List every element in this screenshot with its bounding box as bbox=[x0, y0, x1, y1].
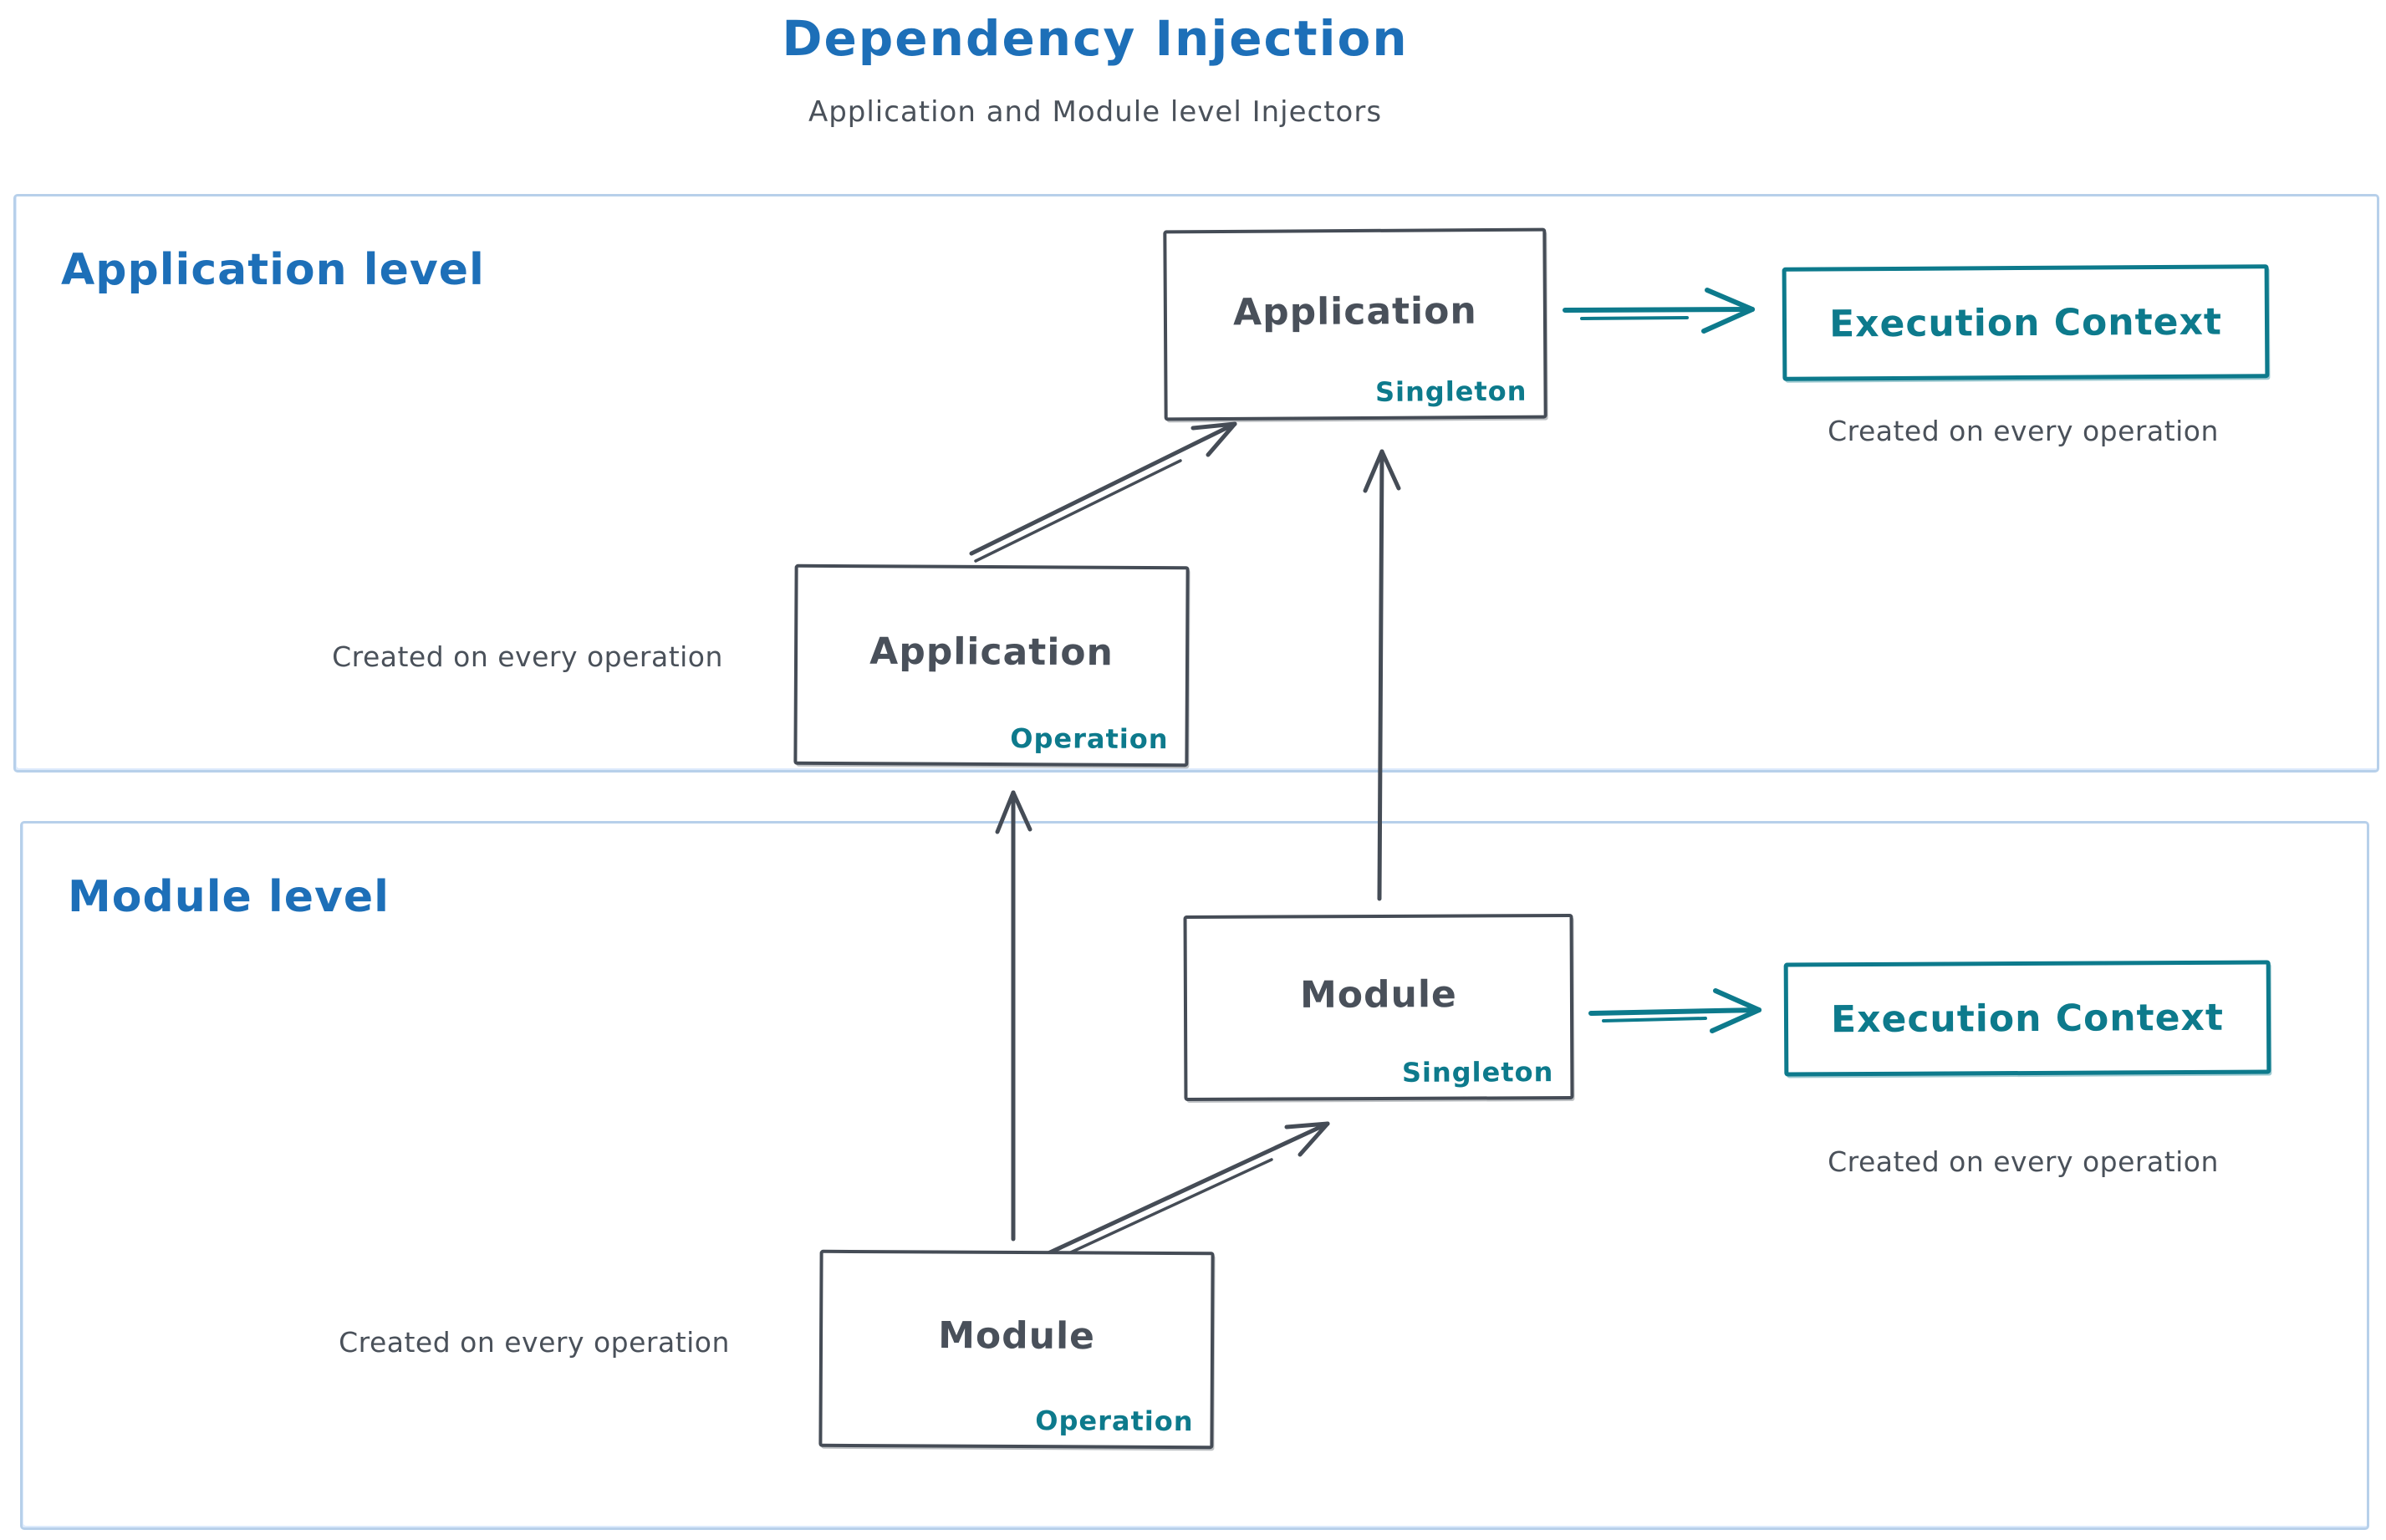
module-singleton-badge: Singleton bbox=[1401, 1056, 1554, 1089]
page-subtitle: Application and Module level Injectors bbox=[808, 95, 1383, 129]
application-execution-context-label: Execution Context bbox=[1828, 300, 2223, 345]
module-singleton-title: Module bbox=[1299, 973, 1457, 1017]
application-singleton-title: Application bbox=[1232, 289, 1477, 334]
module-execution-context-label: Execution Context bbox=[1830, 996, 2225, 1041]
module-level-label: Module level bbox=[68, 872, 390, 922]
module-execution-caption: Created on every operation bbox=[1828, 1145, 2219, 1178]
module-operation-badge: Operation bbox=[1035, 1405, 1194, 1438]
application-singleton-badge: Singleton bbox=[1374, 375, 1527, 408]
application-execution-caption: Created on every operation bbox=[1828, 415, 2219, 447]
application-operation-badge: Operation bbox=[1010, 722, 1169, 756]
module-singleton-box: Module Singleton bbox=[1183, 913, 1574, 1102]
application-level-container: Application level bbox=[13, 194, 2379, 773]
module-operation-caption: Created on every operation bbox=[339, 1326, 730, 1359]
application-operation-box: Application Operation bbox=[793, 563, 1190, 767]
module-execution-context-box: Execution Context bbox=[1783, 960, 2271, 1077]
module-level-container: Module level bbox=[20, 821, 2369, 1530]
page-title: Dependency Injection bbox=[782, 10, 1409, 67]
application-level-label: Application level bbox=[61, 245, 485, 295]
application-execution-context-box: Execution Context bbox=[1782, 264, 2270, 381]
module-operation-box: Module Operation bbox=[818, 1249, 1215, 1450]
application-operation-title: Application bbox=[869, 630, 1114, 675]
diagram-header: Dependency Injection Application and Mod… bbox=[0, 0, 2190, 129]
application-singleton-box: Application Singleton bbox=[1163, 227, 1547, 421]
module-operation-title: Module bbox=[938, 1314, 1096, 1359]
application-operation-caption: Created on every operation bbox=[332, 640, 723, 673]
